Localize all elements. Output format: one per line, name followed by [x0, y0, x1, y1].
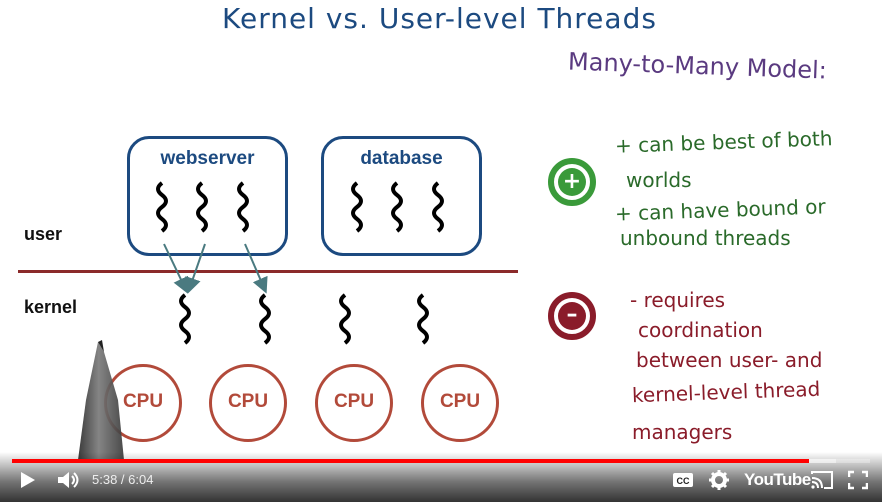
- user-kernel-divider: [18, 270, 518, 273]
- user-thread-5: [391, 181, 403, 233]
- kernel-thread-4: [417, 293, 429, 345]
- map-arrow-1: [163, 243, 189, 294]
- kernel-thread-3: [339, 293, 351, 345]
- user-thread-2: [196, 181, 208, 233]
- cpu-label: CPU: [122, 391, 164, 412]
- kernel-thread-2: [259, 293, 271, 345]
- progress-bar[interactable]: [12, 459, 870, 463]
- progress-fill: [12, 459, 810, 463]
- play-icon[interactable]: [18, 468, 38, 492]
- user-thread-6: [432, 181, 444, 233]
- youtube-logo[interactable]: YouTube: [744, 470, 811, 489]
- map-arrow-2: [185, 243, 206, 294]
- con-line: coordination: [638, 318, 763, 342]
- cpu-circle: CPU: [315, 364, 393, 442]
- webserver-label: webserver: [160, 148, 255, 169]
- thread-drawings: [156, 181, 444, 345]
- plus-glyph: +: [562, 169, 582, 194]
- cpu-label: CPU: [333, 391, 375, 412]
- time-display: 5:38 / 6:04: [92, 472, 154, 487]
- webserver-box: webserver: [127, 136, 288, 256]
- minus-glyph: –: [566, 302, 578, 327]
- user-thread-1: [156, 181, 168, 233]
- kernel-thread-1: [179, 293, 191, 345]
- cc-text: CC: [677, 476, 690, 486]
- user-label: user: [24, 224, 63, 244]
- con-line: managers: [632, 420, 733, 444]
- cpu-label: CPU: [439, 391, 481, 412]
- con-line: between user- and: [636, 348, 823, 372]
- cpu-circle: CPU: [209, 364, 287, 442]
- minus-icon: –: [548, 292, 596, 340]
- cpu-label: CPU: [227, 391, 269, 412]
- user-thread-4: [351, 181, 363, 233]
- captions-icon[interactable]: CC: [672, 468, 694, 492]
- volume-icon[interactable]: [56, 468, 82, 492]
- cast-icon[interactable]: [810, 468, 834, 492]
- user-thread-3: [237, 181, 249, 233]
- con-line: - requires: [630, 288, 726, 312]
- cpu-circle: CPU: [421, 364, 499, 442]
- slide-title: Kernel vs. User-level Threads: [222, 2, 657, 35]
- settings-gear-icon[interactable]: [708, 468, 730, 492]
- pro-line: worlds: [626, 168, 692, 192]
- pro-line: unbound threads: [620, 226, 791, 250]
- kernel-label: kernel: [24, 297, 78, 317]
- fullscreen-icon[interactable]: [848, 468, 868, 492]
- plus-icon: +: [548, 158, 596, 206]
- database-label: database: [360, 148, 443, 169]
- map-arrow-3: [244, 243, 268, 294]
- database-box: database: [321, 136, 482, 256]
